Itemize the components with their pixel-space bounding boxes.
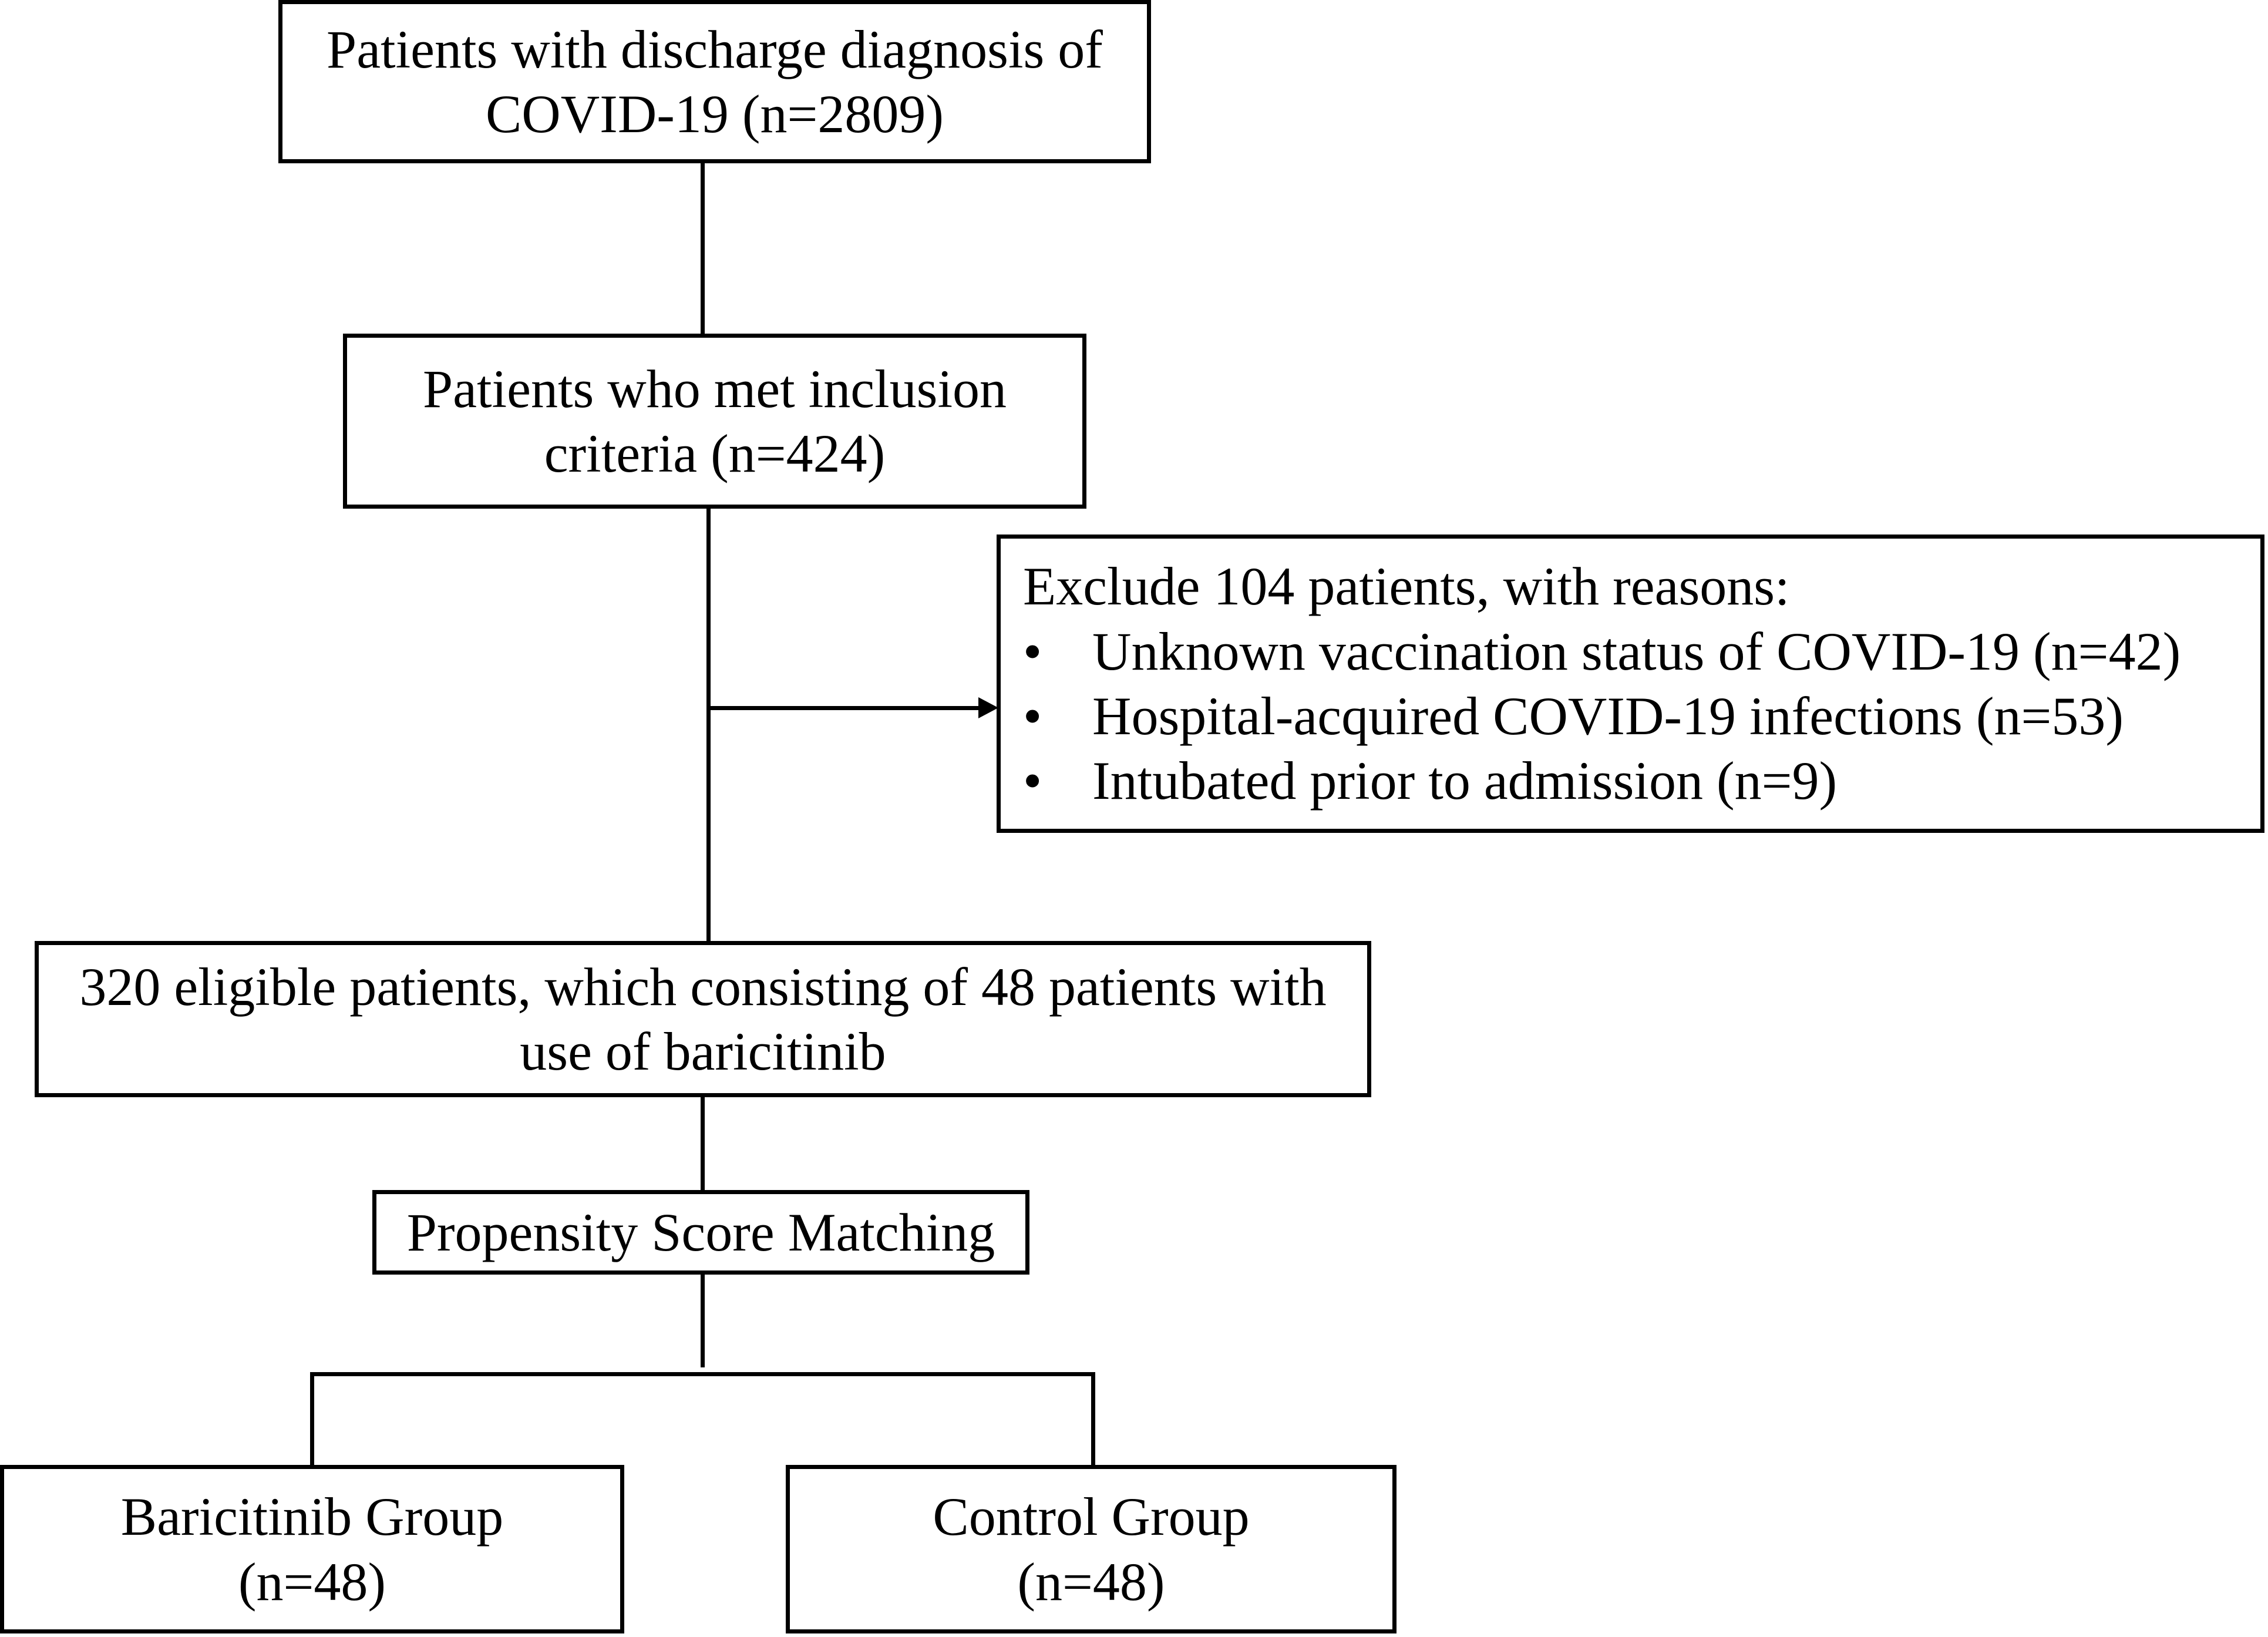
exclusion-arrowhead — [978, 697, 998, 718]
exclusion-reasons-list: • Unknown vaccination status of COVID-19… — [1023, 619, 2180, 814]
exclusion-reason-item: • Hospital-acquired COVID-19 infections … — [1023, 684, 2180, 748]
baricitinib-group-line2: (n=48) — [238, 1551, 386, 1612]
exclusion-reason-text: Intubated prior to admission (n=9) — [1092, 751, 1838, 811]
connector-split-to-control — [1091, 1372, 1095, 1465]
bullet-icon: • — [1023, 751, 1042, 811]
bullet-icon: • — [1023, 621, 1042, 681]
exclusion-reason-text: Unknown vaccination status of COVID-19 (… — [1092, 621, 2181, 681]
screened-patients-line2: COVID-19 (n=2809) — [485, 84, 944, 144]
eligible-patients-line1: 320 eligible patients, which consisting … — [79, 956, 1327, 1017]
included-patients-line2: criteria (n=424) — [544, 423, 886, 483]
screened-patients-line1: Patients with discharge diagnosis of — [327, 19, 1103, 79]
baricitinib-group-box: Baricitinib Group (n=48) — [0, 1465, 624, 1633]
exclusion-reason-text: Hospital-acquired COVID-19 infections (n… — [1092, 686, 2124, 746]
control-group-box: Control Group (n=48) — [786, 1465, 1397, 1633]
connector-eligible-to-matching — [701, 1097, 705, 1190]
connector-split-to-baricitinib — [310, 1372, 314, 1465]
screened-patients-box: Patients with discharge diagnosis of COV… — [278, 0, 1151, 163]
control-group-line1: Control Group — [933, 1487, 1250, 1547]
eligible-patients-line2: use of baricitinib — [520, 1021, 886, 1081]
connector-screened-to-included — [701, 163, 705, 334]
baricitinib-group-line1: Baricitinib Group — [120, 1487, 504, 1547]
connector-included-to-eligible — [706, 509, 711, 941]
exclusion-reason-item: • Unknown vaccination status of COVID-19… — [1023, 619, 2180, 684]
propensity-matching-label: Propensity Score Matching — [406, 1202, 995, 1262]
bullet-icon: • — [1023, 686, 1042, 746]
included-patients-box: Patients who met inclusion criteria (n=4… — [343, 334, 1086, 509]
included-patients-line1: Patients who met inclusion — [422, 358, 1007, 419]
exclusion-title: Exclude 104 patients, with reasons: — [1023, 556, 1790, 617]
connector-split-horizontal — [310, 1372, 1095, 1376]
eligible-patients-box: 320 eligible patients, which consisting … — [35, 941, 1371, 1097]
exclusion-reason-item: • Intubated prior to admission (n=9) — [1023, 748, 2180, 813]
propensity-matching-box: Propensity Score Matching — [372, 1190, 1029, 1275]
connector-exclusion-branch — [706, 706, 988, 710]
exclusion-box: Exclude 104 patients, with reasons: • Un… — [997, 535, 2264, 833]
connector-matching-to-split — [701, 1275, 705, 1367]
control-group-line2: (n=48) — [1017, 1551, 1165, 1612]
